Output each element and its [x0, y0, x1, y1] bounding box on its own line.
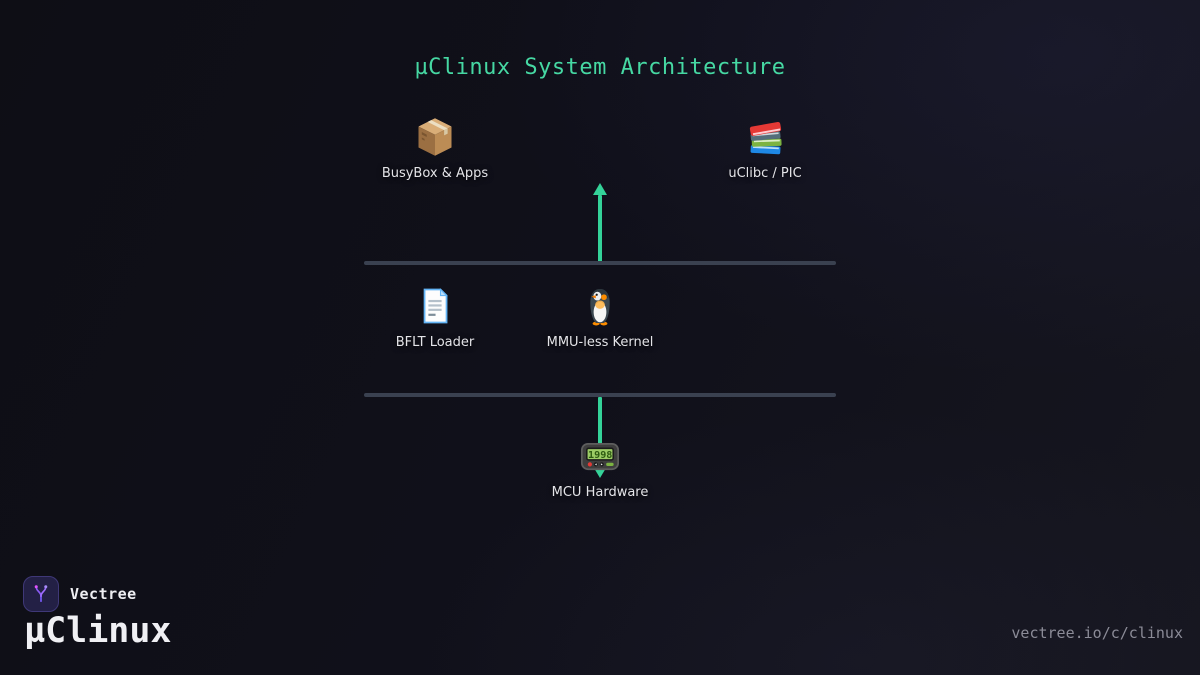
node-uclibc-pic: uClibc / PIC: [680, 115, 850, 181]
books-icon: [749, 122, 782, 155]
document-icon: [423, 288, 448, 324]
vectree-branch-icon: [34, 585, 48, 603]
node-label: MCU Hardware: [551, 485, 649, 500]
node-bflt-loader: BFLT Loader: [350, 284, 520, 350]
down-arrow-line: [598, 397, 602, 469]
node-label: BusyBox & Apps: [381, 166, 489, 181]
penguin-icon: [590, 288, 610, 326]
divider-userspace-kernel: [364, 261, 836, 265]
node-label: BFLT Loader: [395, 335, 475, 350]
page-title: µClinux System Architecture: [414, 55, 786, 80]
divider-kernel-hardware: [364, 393, 836, 397]
brand-name: Vectree: [70, 585, 137, 603]
node-label: uClibc / PIC: [728, 166, 802, 181]
pager-icon: 1998: [580, 443, 620, 471]
node-mcu-hardware: 1998 MCU Hardware: [515, 434, 685, 500]
brand-row: Vectree: [23, 576, 137, 612]
up-arrow-head-icon: [593, 183, 607, 195]
channel-title: µClinux: [24, 611, 172, 651]
node-label: MMU-less Kernel: [546, 335, 654, 350]
up-arrow-line: [598, 195, 602, 262]
node-mmu-less-kernel: MMU-less Kernel: [515, 284, 685, 350]
package-icon: [418, 118, 452, 156]
node-busybox-apps: BusyBox & Apps: [350, 115, 520, 181]
footer-url: vectree.io/c/clinux: [1011, 624, 1183, 642]
down-arrow-head-icon: [594, 468, 606, 478]
vectree-logo: [23, 576, 59, 612]
pager-display: 1998: [588, 450, 612, 461]
